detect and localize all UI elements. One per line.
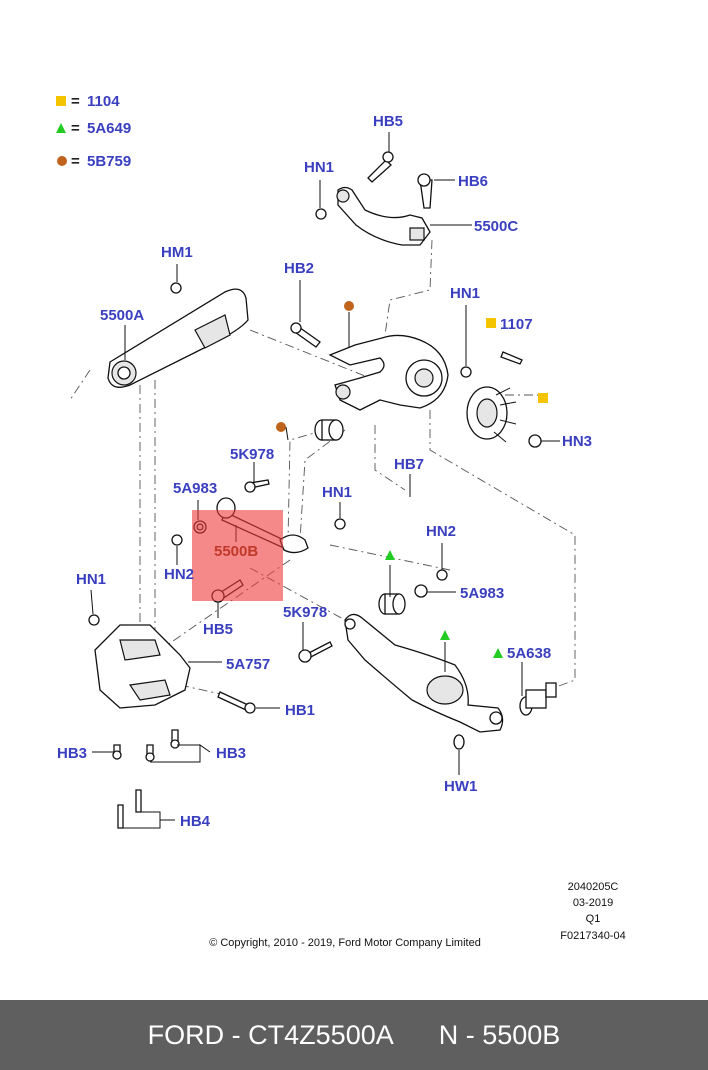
- marker-square-hub: [538, 393, 548, 403]
- label-hb7: HB7: [394, 456, 424, 473]
- label-hn2-right: HN2: [426, 523, 456, 540]
- knuckle: [290, 322, 523, 411]
- label-hb4: HB4: [180, 813, 211, 830]
- label-hw1: HW1: [444, 778, 477, 795]
- legend-square-icon: [56, 96, 66, 106]
- legend-code-5b759: 5B759: [87, 153, 131, 170]
- nut-hn2-right: [436, 569, 448, 581]
- label-5500a: 5500A: [100, 307, 144, 324]
- legend-circle-icon: [57, 156, 67, 166]
- bolt-hb4-right: [135, 789, 142, 813]
- footer-reference: N - 5500B: [438, 1019, 561, 1050]
- label-hb3-right: HB3: [216, 745, 246, 762]
- label-5a757: 5A757: [226, 656, 270, 673]
- meta-copyright: © Copyright, 2010 - 2019, Ford Motor Com…: [209, 937, 481, 949]
- highlight-5500b: [192, 510, 283, 601]
- subframe-bracket: [88, 614, 256, 829]
- nut-hn1-top: [315, 208, 327, 220]
- legend-triangle-icon: [56, 123, 66, 133]
- nut-hn3: [528, 434, 542, 448]
- meta-date: 03-2019: [573, 897, 613, 909]
- legend-eq-1: =: [71, 93, 80, 110]
- label-hn1-top: HN1: [304, 159, 334, 176]
- label-hb6: HB6: [458, 173, 488, 190]
- legend-code-5a649: 5A649: [87, 120, 131, 137]
- footer-part-number: FORD - CT4Z5500A: [147, 1019, 394, 1050]
- label-hb3-left: HB3: [57, 745, 87, 762]
- leader-lines: [90, 132, 560, 829]
- marker-triangle-arm: [440, 630, 450, 640]
- alignment-lines: [69, 239, 576, 696]
- legend: = 1104 = 5A649 = 5B759: [56, 93, 131, 170]
- label-5500b: 5500B: [214, 543, 258, 560]
- label-5500c: 5500C: [474, 218, 518, 235]
- label-1107: 1107: [500, 316, 533, 333]
- meta-code: 2040205C: [568, 881, 619, 893]
- label-5a983-left: 5A983: [173, 480, 217, 497]
- suspension-diagram: = 1104 = 5A649 = 5B759: [56, 93, 626, 949]
- label-5a983-right: 5A983: [460, 585, 504, 602]
- callouts: HB5 HN1 HB6 5500C HM1 HB2 HN1 1107 5500A…: [57, 113, 592, 830]
- diagram-markers: [276, 301, 548, 658]
- washer-5a983-right: [414, 584, 428, 598]
- drawing-meta: 2040205C 03-2019 Q1 F0217340-04 © Copyri…: [209, 881, 626, 949]
- label-hb5-top: HB5: [373, 113, 403, 130]
- label-hb2: HB2: [284, 260, 314, 277]
- bolt-hb1: [217, 691, 249, 711]
- nut-hn1-mid: [334, 518, 346, 530]
- upper-arm-5500c: [315, 151, 433, 246]
- marker-circle-bushing: [276, 422, 286, 432]
- label-5k978-top: 5K978: [230, 446, 274, 463]
- footer-bar: FORD - CT4Z5500A N - 5500B: [0, 1000, 708, 1070]
- wheel-hub: [466, 386, 542, 448]
- label-hb1: HB1: [285, 702, 315, 719]
- label-hn1-right: HN1: [450, 285, 480, 302]
- label-hm1: HM1: [161, 244, 193, 261]
- meta-quarter: Q1: [586, 913, 601, 925]
- nut-hn2-left: [171, 534, 183, 546]
- washer-hw1: [453, 734, 465, 750]
- bolt-hb5-top: [367, 159, 392, 183]
- label-hn1-mid: HN1: [322, 484, 352, 501]
- marker-triangle-5a638: [493, 648, 503, 658]
- label-5a638: 5A638: [507, 645, 551, 662]
- label-hb5-bottom: HB5: [203, 621, 233, 638]
- legend-eq-2: =: [71, 120, 80, 137]
- label-5k978-bottom: 5K978: [283, 604, 327, 621]
- label-hn3: HN3: [562, 433, 592, 450]
- bolt-hb4-left: [117, 804, 124, 829]
- bushing-5b759: [314, 419, 344, 441]
- nut-hn1-right: [460, 366, 472, 378]
- nut-hm1: [170, 282, 182, 294]
- marker-triangle-bushing: [385, 550, 395, 560]
- legend-code-1104: 1104: [87, 93, 120, 110]
- legend-eq-3: =: [71, 153, 80, 170]
- meta-figure: F0217340-04: [560, 930, 625, 942]
- bolt-1107: [500, 351, 523, 365]
- label-hn2-left: HN2: [164, 566, 194, 583]
- marker-square-1107: [486, 318, 496, 328]
- trailing-arm-5500a: [107, 282, 249, 388]
- label-hn1-left: HN1: [76, 571, 106, 588]
- marker-circle-knuckle: [344, 301, 354, 311]
- nut-hn1-left: [88, 614, 100, 626]
